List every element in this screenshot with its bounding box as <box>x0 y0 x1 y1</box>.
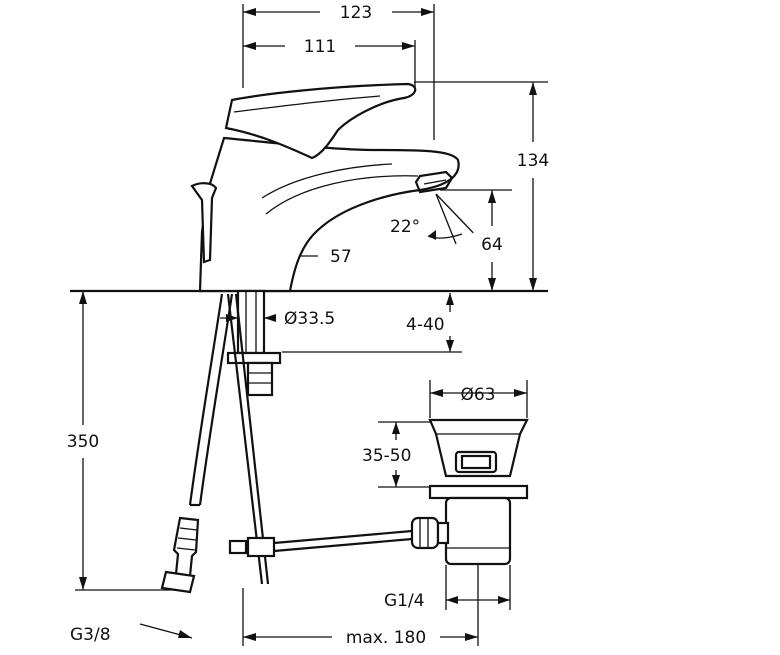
faucet <box>190 82 474 293</box>
popup-rod <box>226 293 413 585</box>
lift-rod-knob <box>190 182 218 264</box>
dim-63-line <box>430 389 527 397</box>
hose-fitting <box>172 516 200 578</box>
dim-max-180-label: max. 180 <box>346 628 426 648</box>
mounting-shank <box>226 289 282 397</box>
dim-4-40-label: 4-40 <box>406 315 445 335</box>
dim-g1-4-line <box>446 596 510 604</box>
lever-handle <box>224 82 417 160</box>
dim-134-line <box>529 82 537 291</box>
dim-123-label: 123 <box>340 3 372 23</box>
supply-hose <box>160 293 234 594</box>
dim-4-40-line <box>446 293 454 352</box>
dim-63-label: Ø63 <box>460 385 495 405</box>
dim-350-label: 350 <box>67 432 99 452</box>
dim-111-line <box>243 42 415 50</box>
dim-64-label: 64 <box>481 235 503 255</box>
dim-57-label: 57 <box>330 247 352 267</box>
popup-waste <box>410 418 529 566</box>
extension-lines <box>75 4 548 646</box>
faucet-body <box>198 136 460 293</box>
dim-35-50-label: 35-50 <box>362 446 411 466</box>
dim-max-180-line <box>243 633 478 641</box>
dim-350-line <box>79 291 87 590</box>
aerator <box>414 170 454 194</box>
dim-134-label: 134 <box>517 151 549 171</box>
dim-64-line <box>488 190 496 291</box>
g3-8-label: G3/8 <box>70 625 111 645</box>
dim-33-5-label: Ø33.5 <box>284 309 335 329</box>
dimension-labels: 123 111 134 22° 64 57 Ø33.5 4-40 350 Ø63… <box>67 3 549 648</box>
angle-label: 22° <box>390 217 420 237</box>
g1-4-label: G1/4 <box>384 591 425 611</box>
dim-123-line <box>243 8 434 16</box>
dim-g3-8-leader <box>139 623 193 639</box>
dim-35-50-line <box>392 422 400 487</box>
dim-111-label: 111 <box>304 37 336 57</box>
